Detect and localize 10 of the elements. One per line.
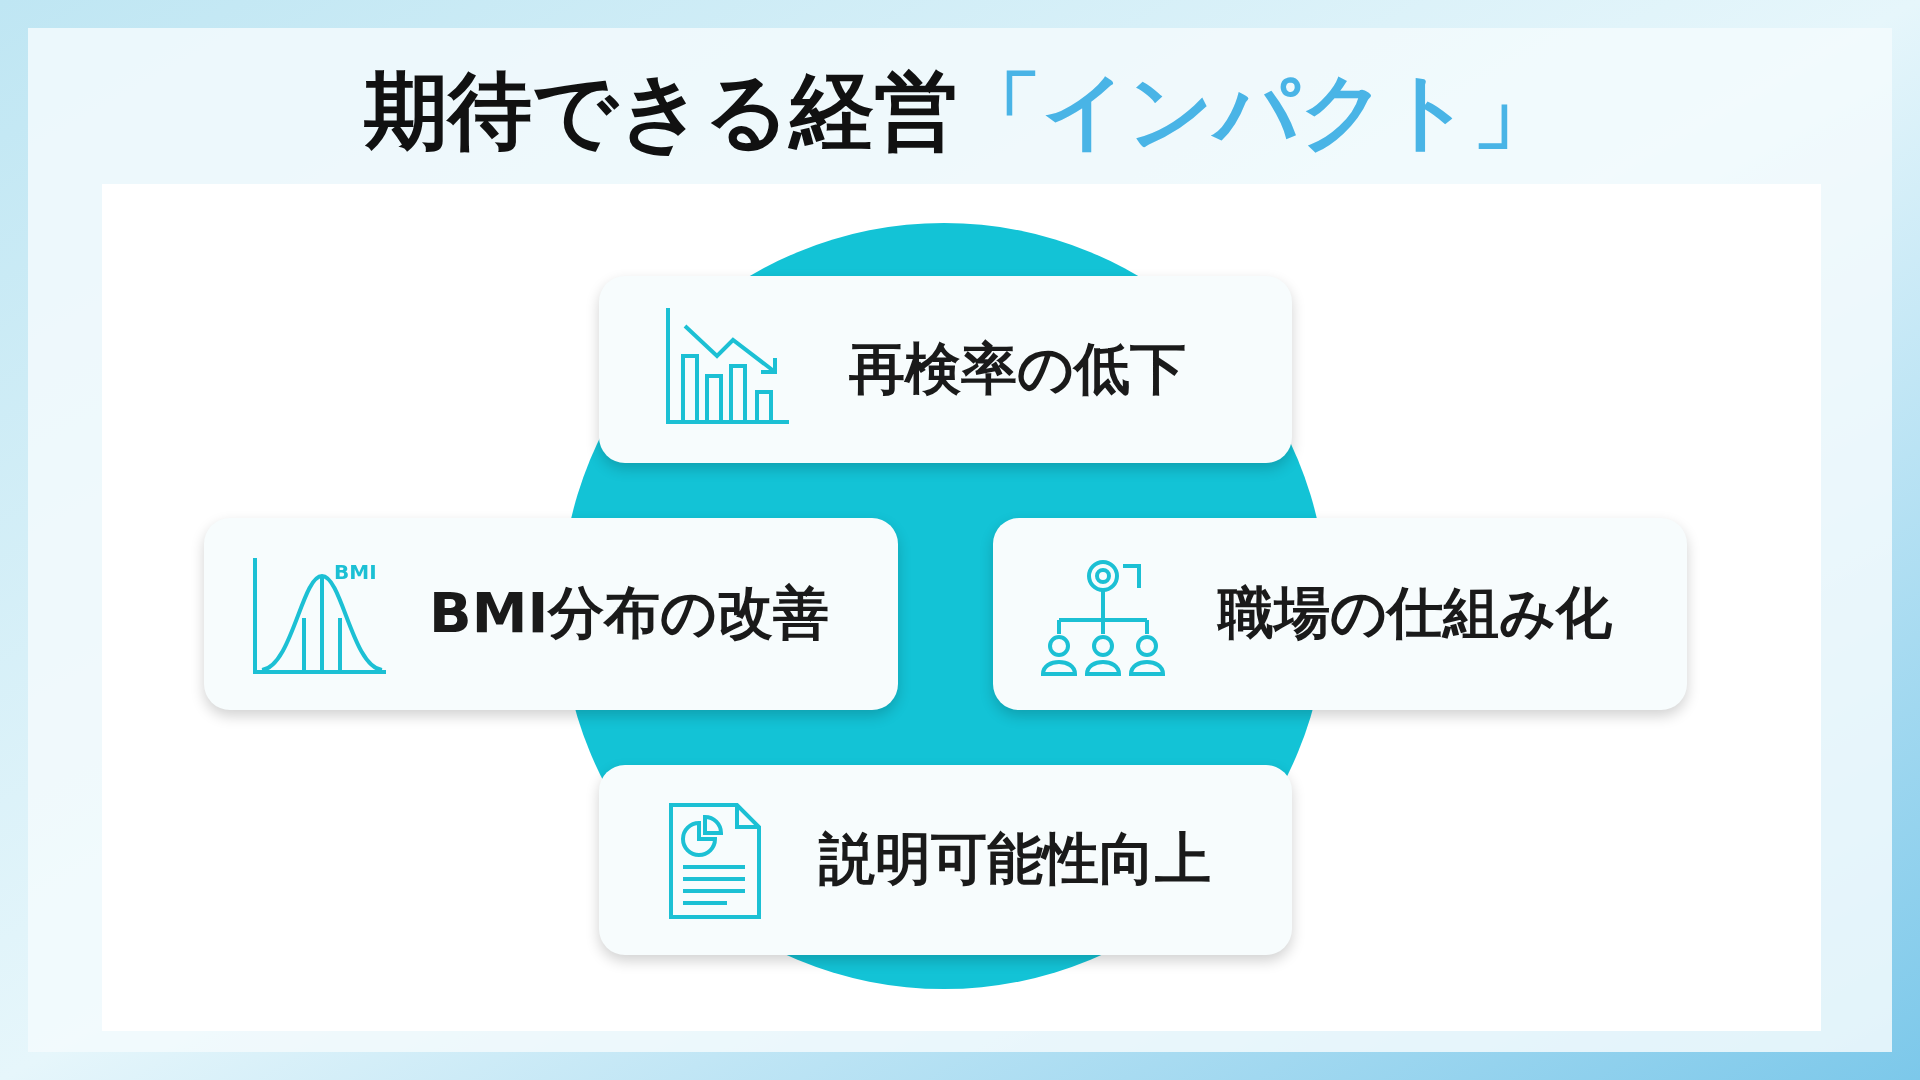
card-label: 再検率の低下 [849, 334, 1186, 403]
card [204, 518, 898, 710]
title: 期待できる経営「インパクト」 [363, 61, 1557, 162]
card [599, 276, 1292, 463]
card-label: 説明可能性向上 [819, 825, 1211, 893]
icon-label: BMI [334, 560, 377, 584]
card-label: BMI分布の改善 [429, 579, 830, 647]
card [599, 765, 1292, 955]
card-label: 職場の仕組み化 [1218, 579, 1612, 647]
card [993, 518, 1687, 710]
